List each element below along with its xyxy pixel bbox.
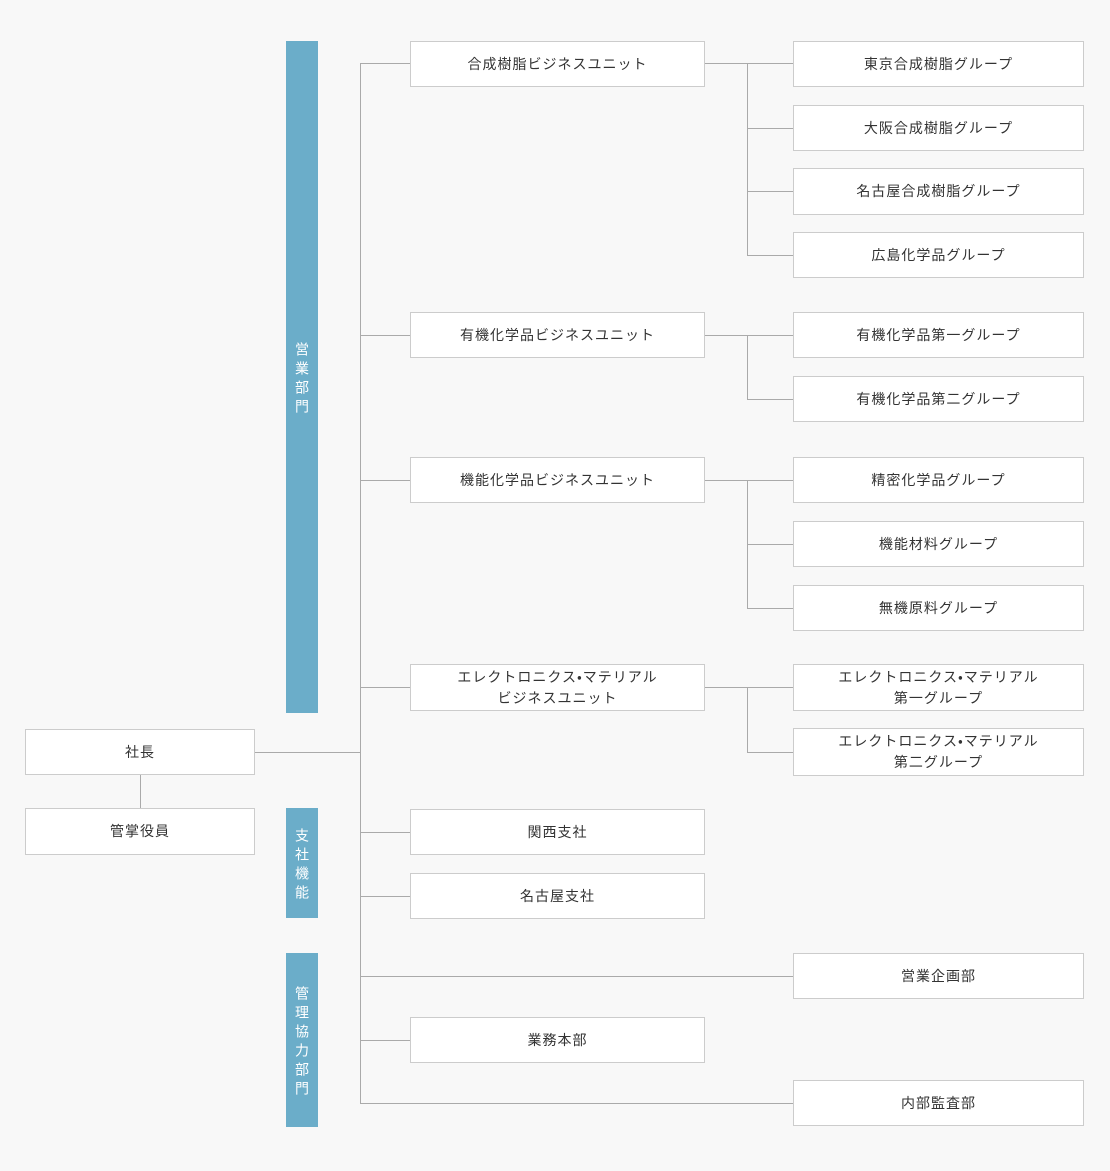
connector-unit-organic-chemicals	[360, 335, 410, 336]
box-unit-organic-chemicals: 有機化学品ビジネスユニット	[410, 312, 705, 358]
connector-electronics-drop	[747, 687, 748, 752]
connector-organic-out	[705, 335, 793, 336]
box-sales-planning-dept: 営業企画部	[793, 953, 1084, 999]
connector-resin-out	[705, 63, 793, 64]
box-group-electronics-materials-2: エレクトロニクス・マテリアル 第二グループ	[793, 728, 1084, 776]
connector-electronics-out	[705, 687, 793, 688]
box-kansai-branch: 関西支社	[410, 809, 705, 855]
connector-resin-branch-3	[747, 191, 793, 192]
box-internal-audit-dept: 内部監査部	[793, 1080, 1084, 1126]
connector-president	[255, 752, 360, 753]
box-unit-electronics-materials: エレクトロニクス・マテリアル ビジネスユニット	[410, 664, 705, 711]
connector-trunk	[360, 63, 361, 1104]
connector-functional-branch-3	[747, 608, 793, 609]
division-bar-branch-functions: 支社機能	[286, 808, 318, 918]
connector-organic-branch-2	[747, 399, 793, 400]
connector-functional-branch-2	[747, 544, 793, 545]
box-group-tokyo-synthetic-resin: 東京合成樹脂グループ	[793, 41, 1084, 87]
connector-operations-hq	[360, 1040, 410, 1041]
connector-resin-drop	[747, 63, 748, 255]
box-group-functional-materials: 機能材料グループ	[793, 521, 1084, 567]
box-operations-hq: 業務本部	[410, 1017, 705, 1063]
connector-unit-electronics	[360, 687, 410, 688]
connector-unit-synthetic-resin	[360, 63, 410, 64]
connector-organic-drop	[747, 335, 748, 399]
connector-nagoya-branch	[360, 896, 410, 897]
box-group-organic-chemicals-2: 有機化学品第二グループ	[793, 376, 1084, 422]
box-unit-synthetic-resin: 合成樹脂ビジネスユニット	[410, 41, 705, 87]
connector-internal-audit	[360, 1103, 793, 1104]
box-unit-functional-chemicals: 機能化学品ビジネスユニット	[410, 457, 705, 503]
box-managing-officers: 管掌役員	[25, 808, 255, 855]
box-nagoya-branch: 名古屋支社	[410, 873, 705, 919]
box-group-nagoya-synthetic-resin: 名古屋合成樹脂グループ	[793, 168, 1084, 215]
box-group-inorganic-materials: 無機原料グループ	[793, 585, 1084, 631]
division-bar-sales: 営業部門	[286, 41, 318, 713]
connector-president-officers	[140, 775, 141, 808]
connector-resin-branch-2	[747, 128, 793, 129]
box-group-hiroshima-chemicals: 広島化学品グループ	[793, 232, 1084, 278]
box-group-electronics-materials-1: エレクトロニクス・マテリアル 第一グループ	[793, 664, 1084, 711]
connector-kansai-branch	[360, 832, 410, 833]
division-bar-admin-cooperation: 管理協力部門	[286, 953, 318, 1127]
connector-functional-out	[705, 480, 793, 481]
connector-unit-functional-chemicals	[360, 480, 410, 481]
connector-resin-branch-4	[747, 255, 793, 256]
box-group-osaka-synthetic-resin: 大阪合成樹脂グループ	[793, 105, 1084, 151]
connector-electronics-branch-2	[747, 752, 793, 753]
box-group-precision-chemicals: 精密化学品グループ	[793, 457, 1084, 503]
box-president: 社長	[25, 729, 255, 775]
box-group-organic-chemicals-1: 有機化学品第一グループ	[793, 312, 1084, 358]
connector-sales-planning	[360, 976, 793, 977]
